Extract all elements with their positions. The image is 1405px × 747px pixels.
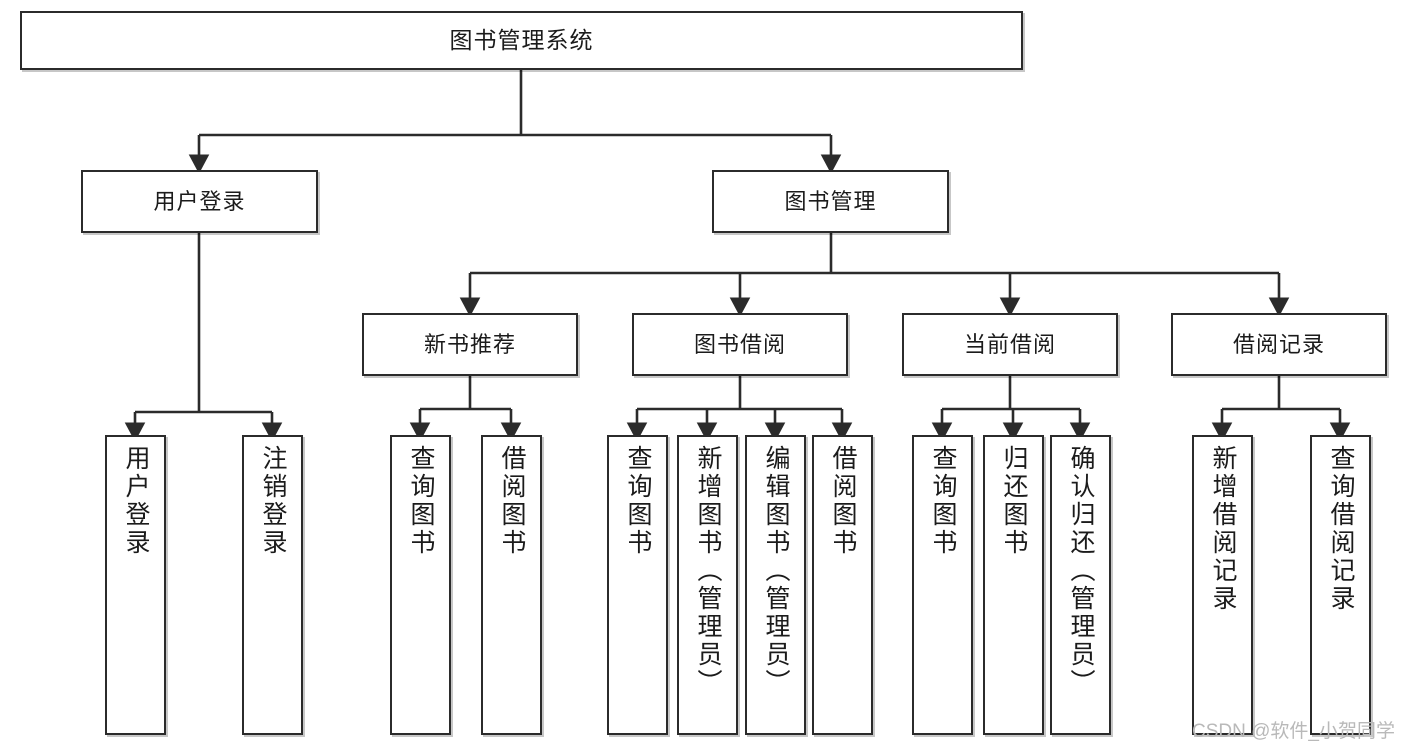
node-leaf-user-login[interactable]: 用户登录: [105, 435, 166, 735]
node-leaf-user-logout-label: 注销登录: [259, 445, 287, 557]
node-book-borrow[interactable]: 图书借阅: [632, 313, 848, 376]
node-new-book-recommend-label: 新书推荐: [423, 331, 516, 357]
node-leaf-query-book-2[interactable]: 查询图书: [607, 435, 668, 735]
node-borrow-record-label: 借阅记录: [1232, 331, 1325, 357]
node-leaf-edit-book[interactable]: 编辑图书（管理员）: [745, 435, 806, 735]
node-borrow-record[interactable]: 借阅记录: [1171, 313, 1387, 376]
node-root[interactable]: 图书管理系统: [20, 11, 1023, 70]
node-leaf-return-book-label: 归还图书: [1000, 445, 1028, 557]
node-leaf-edit-book-label: 编辑图书（管理员）: [762, 445, 790, 697]
node-leaf-borrow-book-2-label: 借阅图书: [829, 445, 857, 557]
node-current-borrow-label: 当前借阅: [963, 331, 1056, 357]
node-book-manage-label: 图书管理: [784, 188, 877, 214]
node-user-login[interactable]: 用户登录: [81, 170, 318, 233]
node-leaf-return-book[interactable]: 归还图书: [983, 435, 1044, 735]
node-leaf-query-book-3[interactable]: 查询图书: [912, 435, 973, 735]
node-book-borrow-label: 图书借阅: [693, 331, 786, 357]
node-leaf-borrow-book-2[interactable]: 借阅图书: [812, 435, 873, 735]
node-leaf-user-logout[interactable]: 注销登录: [242, 435, 303, 735]
node-root-label: 图书管理系统: [449, 26, 594, 53]
node-leaf-query-record-label: 查询借阅记录: [1327, 445, 1355, 613]
node-new-book-recommend[interactable]: 新书推荐: [362, 313, 578, 376]
node-leaf-add-book-label: 新增图书（管理员）: [694, 445, 722, 697]
node-user-login-label: 用户登录: [153, 188, 246, 214]
node-leaf-add-record-label: 新增借阅记录: [1209, 445, 1237, 613]
node-leaf-query-book-3-label: 查询图书: [929, 445, 957, 557]
node-leaf-add-book[interactable]: 新增图书（管理员）: [677, 435, 738, 735]
node-leaf-borrow-book-1[interactable]: 借阅图书: [481, 435, 542, 735]
node-leaf-query-book-1-label: 查询图书: [407, 445, 435, 557]
node-leaf-confirm-return-label: 确认归还（管理员）: [1067, 445, 1095, 697]
node-leaf-query-book-2-label: 查询图书: [624, 445, 652, 557]
node-leaf-query-book-1[interactable]: 查询图书: [390, 435, 451, 735]
watermark: CSDN @软件_小贺同学: [1192, 721, 1395, 742]
node-leaf-add-record[interactable]: 新增借阅记录: [1192, 435, 1253, 735]
node-book-manage[interactable]: 图书管理: [712, 170, 949, 233]
node-current-borrow[interactable]: 当前借阅: [902, 313, 1118, 376]
node-leaf-borrow-book-1-label: 借阅图书: [498, 445, 526, 557]
node-leaf-query-record[interactable]: 查询借阅记录: [1310, 435, 1371, 735]
node-leaf-user-login-label: 用户登录: [122, 445, 150, 557]
node-leaf-confirm-return[interactable]: 确认归还（管理员）: [1050, 435, 1111, 735]
